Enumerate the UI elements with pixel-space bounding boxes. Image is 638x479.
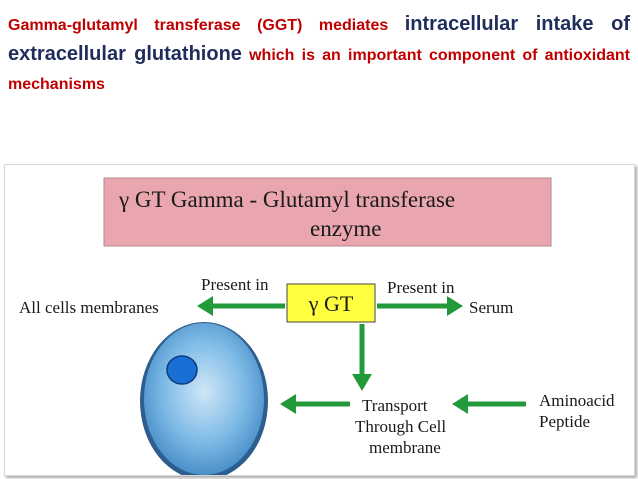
heading-part-3: which is an important component of antio… bbox=[8, 47, 631, 93]
ggt-box: γ GT bbox=[286, 283, 376, 323]
heading-part-1: Gamma-glutamyl transferase (GGT) mediate… bbox=[8, 17, 405, 34]
present-in-right-label: Present in bbox=[387, 278, 455, 297]
arrow-to-transport bbox=[352, 324, 372, 391]
arrow-aminoacid-to-transport bbox=[452, 394, 526, 414]
arrow-transport-to-cell bbox=[280, 394, 350, 414]
arrow-to-cell-membranes bbox=[197, 296, 285, 316]
cell-illustration bbox=[140, 322, 268, 475]
transport-line-2: Through Cell bbox=[355, 417, 446, 436]
cell-body bbox=[144, 323, 264, 475]
title-box: γ GT Gamma - Glutamyl transferase enzyme bbox=[103, 177, 552, 247]
heading-part-2: intracellular intake of extracellular gl… bbox=[8, 13, 630, 65]
aminoacid-label: Aminoacid bbox=[539, 391, 615, 410]
ggt-diagram: γ GT Gamma - Glutamyl transferase enzyme… bbox=[4, 164, 635, 476]
transport-line-3: membrane bbox=[369, 438, 441, 457]
title-line-2: enzyme bbox=[310, 216, 382, 241]
ggt-box-background bbox=[286, 283, 376, 323]
transport-line-1: Transport bbox=[362, 396, 428, 415]
present-in-left-label: Present in bbox=[201, 275, 269, 294]
all-cells-membranes-label: All cells membranes bbox=[19, 298, 159, 317]
cell-nucleus bbox=[166, 355, 198, 385]
serum-label: Serum bbox=[469, 298, 513, 317]
ggt-box-label: γ GT bbox=[308, 291, 354, 316]
peptide-label: Peptide bbox=[539, 412, 590, 431]
arrow-to-serum bbox=[377, 296, 463, 316]
title-box-background bbox=[103, 177, 552, 247]
slide-heading: Gamma-glutamyl transferase (GGT) mediate… bbox=[8, 10, 630, 99]
title-line-1: γ GT Gamma - Glutamyl transferase bbox=[118, 187, 455, 212]
